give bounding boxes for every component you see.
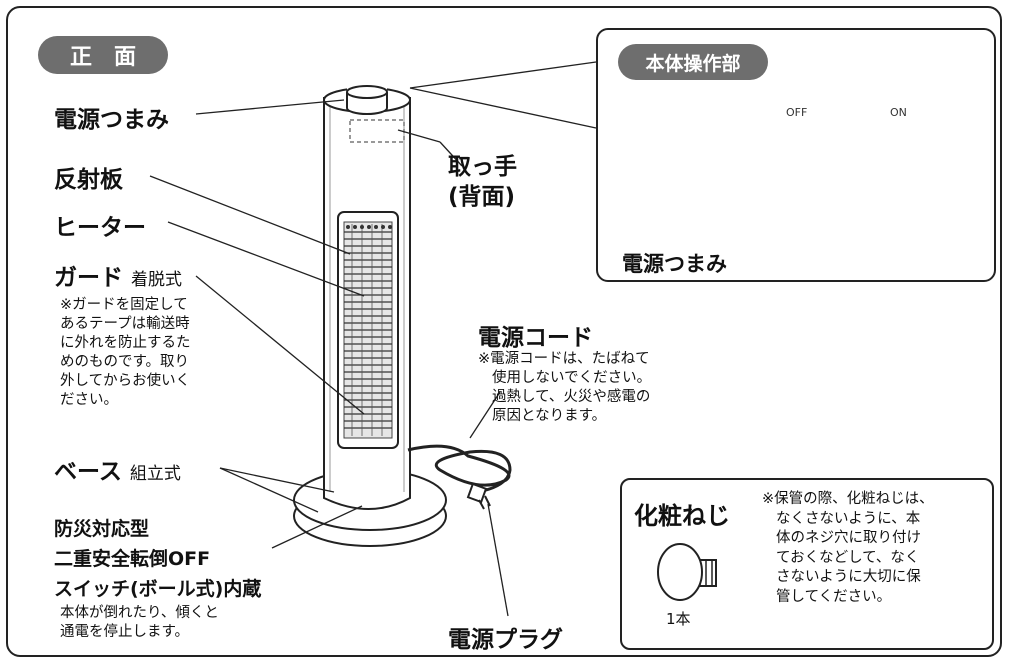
base-sub: 組立式 (129, 464, 181, 484)
power-cord-label: 電源コード (478, 325, 593, 351)
power-plug-label: 電源プラグ (448, 627, 563, 653)
guard-label: ガード 着脱式 (54, 258, 182, 292)
cord-note: ※電源コードは、たばねて 使用しないでください。 過熱して、火災や感電の 原因と… (478, 351, 652, 424)
guard-title: ガード (54, 265, 123, 291)
guard-grill (344, 224, 392, 436)
panel-knob-label: 電源つまみ (622, 252, 727, 276)
power-cord (407, 444, 512, 494)
handle-label: 取っ手 (背面) (448, 154, 517, 210)
screw-note: ※保管の際、化粧ねじは、 なくさないように、本 体のネジ穴に取り付け ておくなど… (762, 491, 934, 605)
guard-note: ※ガードを固定して あるテープは輸送時 に外れを防止するた めのものです。取り … (60, 297, 191, 408)
disaster-label-1: 防災対応型 (54, 518, 150, 540)
plug-body (466, 482, 488, 504)
on-label: ON (890, 106, 907, 119)
reflector-label: 反射板 (54, 167, 123, 193)
base-label: ベース 組立式 (54, 452, 181, 486)
off-label: OFF (786, 106, 808, 119)
leader-lines (149, 61, 597, 617)
power-knob-label: 電源つまみ (54, 107, 169, 133)
power-knob-top (346, 85, 388, 99)
decorative-screw-illustration (657, 543, 717, 601)
front-view-tag: 正 面 (38, 36, 168, 74)
base-title: ベース (54, 459, 122, 485)
outer-frame (6, 6, 1002, 657)
disaster-label-2: 二重安全転倒OFF (54, 548, 211, 570)
disaster-label-3: スイッチ(ボール式)内蔵 (54, 578, 262, 600)
screw-count: 1本 (666, 610, 691, 628)
heater-label: ヒーター (54, 215, 146, 241)
screw-title: 化粧ねじ (634, 502, 730, 530)
handle-dashed (349, 119, 405, 143)
tilt-note: 本体が倒れたり、傾くと 通電を停止します。 (60, 605, 219, 640)
guard-sub: 着脱式 (131, 270, 183, 290)
control-section-tag: 本体操作部 (618, 44, 768, 80)
decorative-screw-box (620, 478, 994, 650)
